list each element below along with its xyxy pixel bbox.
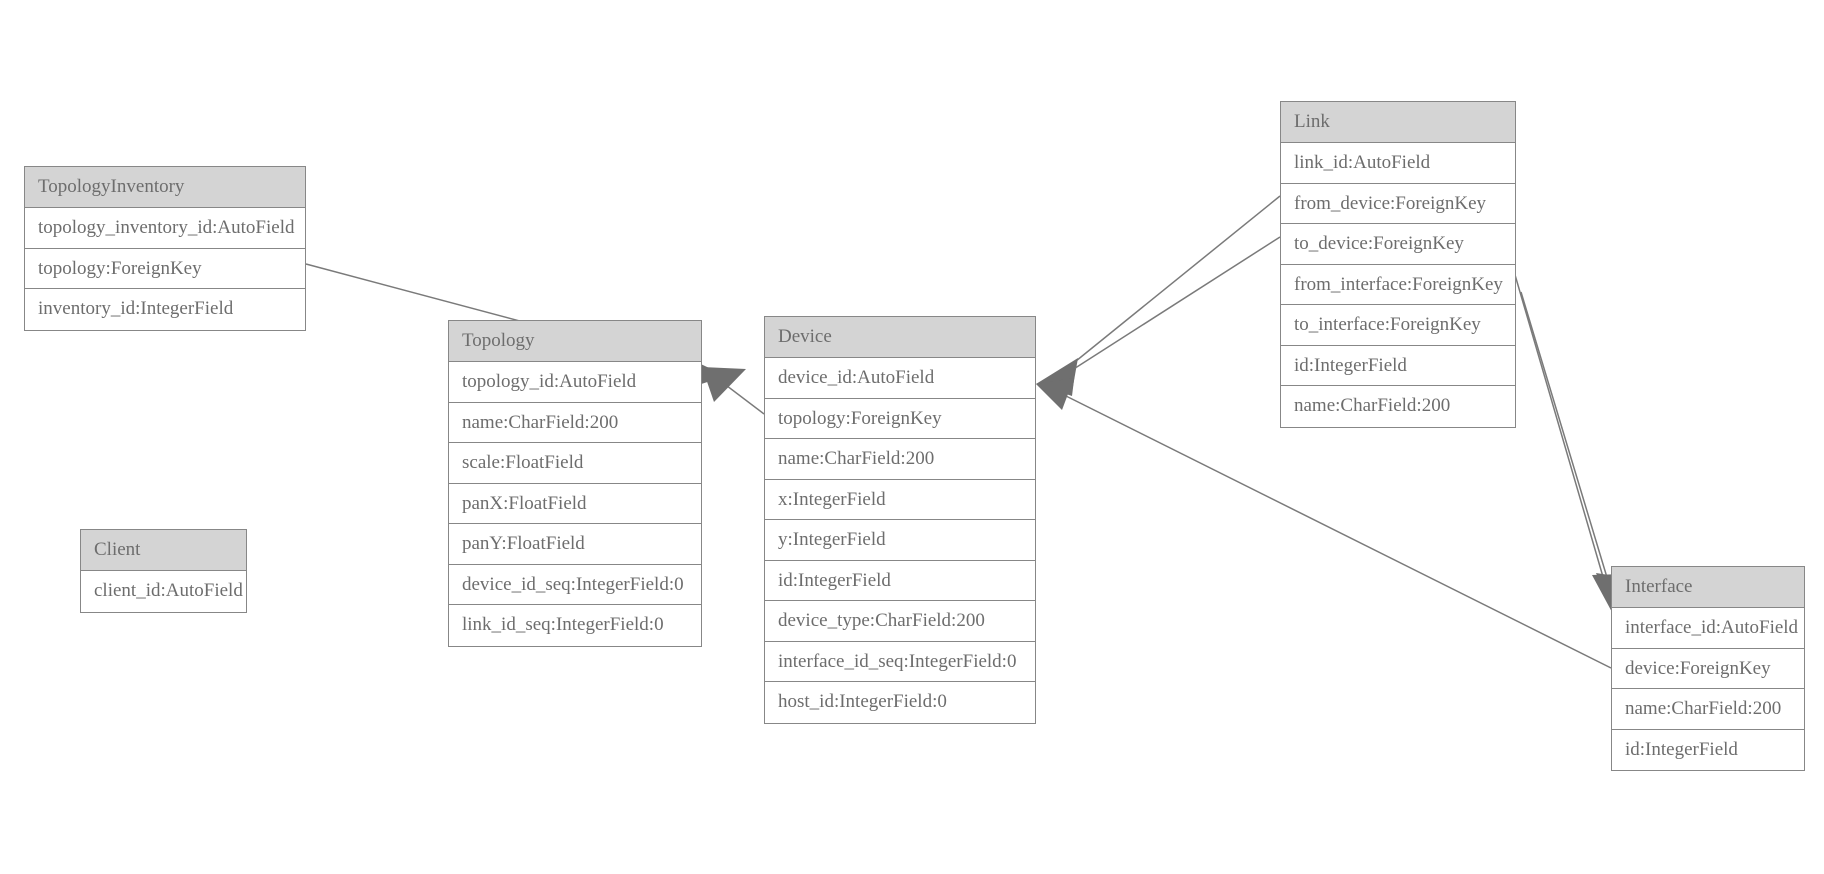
entity-device[interactable]: Device device_id:AutoField topology:Fore… [764, 316, 1036, 724]
relationship-link-todevice-device [1036, 236, 1281, 396]
entity-title-topology-inventory: TopologyInventory [25, 167, 305, 208]
entity-field-topology-inventory-0: topology_inventory_id:AutoField [25, 208, 305, 249]
entity-field-link-4: to_interface:ForeignKey [1281, 305, 1515, 346]
entity-title-link: Link [1281, 102, 1515, 143]
entity-field-device-4: y:IntegerField [765, 520, 1035, 561]
relationship-link-fromdevice-device [1036, 195, 1281, 392]
entity-field-link-2: to_device:ForeignKey [1281, 224, 1515, 265]
entity-field-device-7: interface_id_seq:IntegerField:0 [765, 642, 1035, 682]
entity-interface[interactable]: Interface interface_id:AutoField device:… [1611, 566, 1805, 771]
entity-topology-inventory[interactable]: TopologyInventory topology_inventory_id:… [24, 166, 306, 331]
entity-field-device-3: x:IntegerField [765, 480, 1035, 520]
entity-field-device-1: topology:ForeignKey [765, 399, 1035, 439]
entity-topology[interactable]: Topology topology_id:AutoField name:Char… [448, 320, 702, 647]
entity-title-client: Client [81, 530, 246, 571]
relationship-link-frominterface-interface [1512, 267, 1624, 614]
entity-field-device-5: id:IntegerField [765, 561, 1035, 601]
entity-field-client-0: client_id:AutoField [94, 580, 243, 601]
entity-title-device: Device [765, 317, 1035, 358]
entity-field-topology-6: link_id_seq:IntegerField:0 [462, 614, 664, 635]
entity-field-device-8: host_id:IntegerField:0 [778, 691, 947, 712]
entity-field-device-2: name:CharField:200 [765, 439, 1035, 480]
relationship-device-topology [702, 367, 765, 415]
entity-field-link-5: id:IntegerField [1281, 346, 1515, 386]
entity-title-topology: Topology [449, 321, 701, 362]
entity-field-link-3: from_interface:ForeignKey [1281, 265, 1515, 305]
entity-field-interface-2: name:CharField:200 [1612, 689, 1804, 730]
entity-field-device-6: device_type:CharField:200 [765, 601, 1035, 642]
entity-field-topology-1: name:CharField:200 [449, 403, 701, 443]
entity-field-interface-0: interface_id:AutoField [1612, 608, 1804, 649]
entity-field-topology-inventory-2: inventory_id:IntegerField [38, 298, 234, 319]
entity-field-topology-4: panY:FloatField [449, 524, 701, 565]
entity-field-link-0: link_id:AutoField [1281, 143, 1515, 184]
entity-title-interface: Interface [1612, 567, 1804, 608]
entity-client[interactable]: Client client_id:AutoField [80, 529, 247, 613]
entity-field-link-1: from_device:ForeignKey [1281, 184, 1515, 224]
entity-link[interactable]: Link link_id:AutoField from_device:Forei… [1280, 101, 1516, 428]
entity-field-link-6: name:CharField:200 [1294, 395, 1451, 416]
entity-field-device-0: device_id:AutoField [765, 358, 1035, 399]
entity-field-topology-5: device_id_seq:IntegerField:0 [449, 565, 701, 605]
entity-field-topology-3: panX:FloatField [449, 484, 701, 524]
entity-field-interface-3: id:IntegerField [1625, 738, 1738, 760]
entity-field-topology-2: scale:FloatField [449, 443, 701, 484]
entity-field-topology-inventory-1: topology:ForeignKey [25, 249, 305, 289]
entity-field-topology-0: topology_id:AutoField [449, 362, 701, 403]
entity-field-interface-1: device:ForeignKey [1612, 649, 1804, 689]
